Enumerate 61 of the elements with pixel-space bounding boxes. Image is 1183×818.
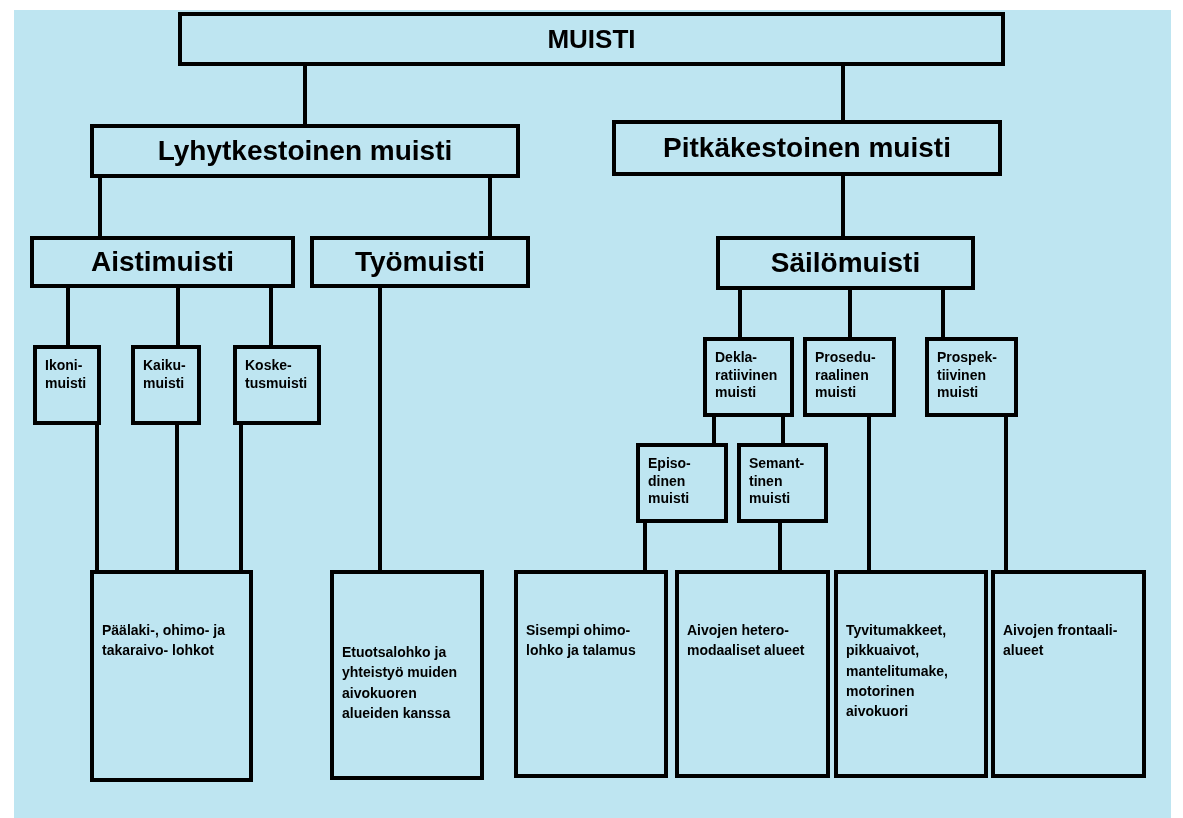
- connector-line: [378, 288, 382, 570]
- brain-region-box: [90, 570, 253, 782]
- connector-line: [98, 178, 102, 236]
- box-label: Aivojen hetero- modaaliset alueet: [687, 621, 806, 661]
- box-heading: Säilömuisti: [770, 247, 921, 279]
- brain-region-box: [675, 570, 830, 778]
- box-heading: MUISTI: [547, 23, 636, 55]
- connector-line: [1004, 417, 1008, 570]
- box-label: Kaiku- muisti: [143, 357, 187, 392]
- category-box: [30, 236, 295, 288]
- box-label: Etuotsalohko ja yhteistyö muiden aivokuoren alueiden kanssa: [342, 643, 459, 723]
- memory-type-box: [737, 443, 828, 523]
- memory-type-box: [636, 443, 728, 523]
- box-label: Prosedu- raalinen muisti: [815, 349, 877, 402]
- connector-line: [867, 417, 871, 570]
- category-box: [178, 12, 1005, 66]
- connector-line: [175, 425, 179, 570]
- box-label: Tyvitumakkeet, pikkuaivot, mantelitumake, motorinen aivokuori: [846, 621, 949, 722]
- box-label: Ikoni- muisti: [45, 357, 88, 392]
- box-label: Sisempi ohimo- lohko ja talamus: [526, 621, 637, 661]
- brain-region-box: [514, 570, 668, 778]
- connector-line: [738, 290, 742, 337]
- connector-line: [781, 417, 785, 443]
- memory-type-box: [131, 345, 201, 425]
- connector-line: [239, 425, 243, 570]
- box-label: Episo- dinen muisti: [648, 455, 692, 508]
- connector-line: [941, 290, 945, 337]
- memory-type-box: [925, 337, 1018, 417]
- category-box: [90, 124, 520, 178]
- connector-line: [841, 66, 845, 120]
- connector-line: [841, 176, 845, 236]
- connector-line: [488, 178, 492, 236]
- connector-line: [778, 523, 782, 570]
- connector-line: [643, 523, 647, 570]
- brain-region-box: [834, 570, 988, 778]
- box-label: Aivojen frontaali- alueet: [1003, 621, 1119, 661]
- box-label: Päälaki-, ohimo- ja takaraivo- lohkot: [102, 621, 226, 661]
- box-heading: Lyhytkestoinen muisti: [157, 135, 453, 167]
- box-label: Dekla- ratiivinen muisti: [715, 349, 779, 402]
- connector-line: [848, 290, 852, 337]
- memory-type-box: [33, 345, 101, 425]
- memory-type-box: [803, 337, 896, 417]
- connector-line: [269, 288, 273, 345]
- memory-type-box: [233, 345, 321, 425]
- category-box: [716, 236, 975, 290]
- category-box: [612, 120, 1002, 176]
- box-heading: Aistimuisti: [90, 246, 235, 278]
- brain-region-box: [991, 570, 1146, 778]
- connector-line: [176, 288, 180, 345]
- connector-line: [95, 425, 99, 570]
- box-heading: Työmuisti: [354, 246, 486, 278]
- brain-region-box: [330, 570, 484, 780]
- box-heading: Pitkäkestoinen muisti: [663, 132, 951, 164]
- category-box: [310, 236, 530, 288]
- connector-line: [712, 417, 716, 443]
- connector-line: [303, 66, 307, 124]
- box-label: Semant- tinen muisti: [749, 455, 806, 508]
- connector-line: [66, 288, 70, 345]
- box-label: Prospek- tiivinen muisti: [937, 349, 998, 402]
- memory-type-box: [703, 337, 794, 417]
- box-label: Koske- tusmuisti: [245, 357, 309, 392]
